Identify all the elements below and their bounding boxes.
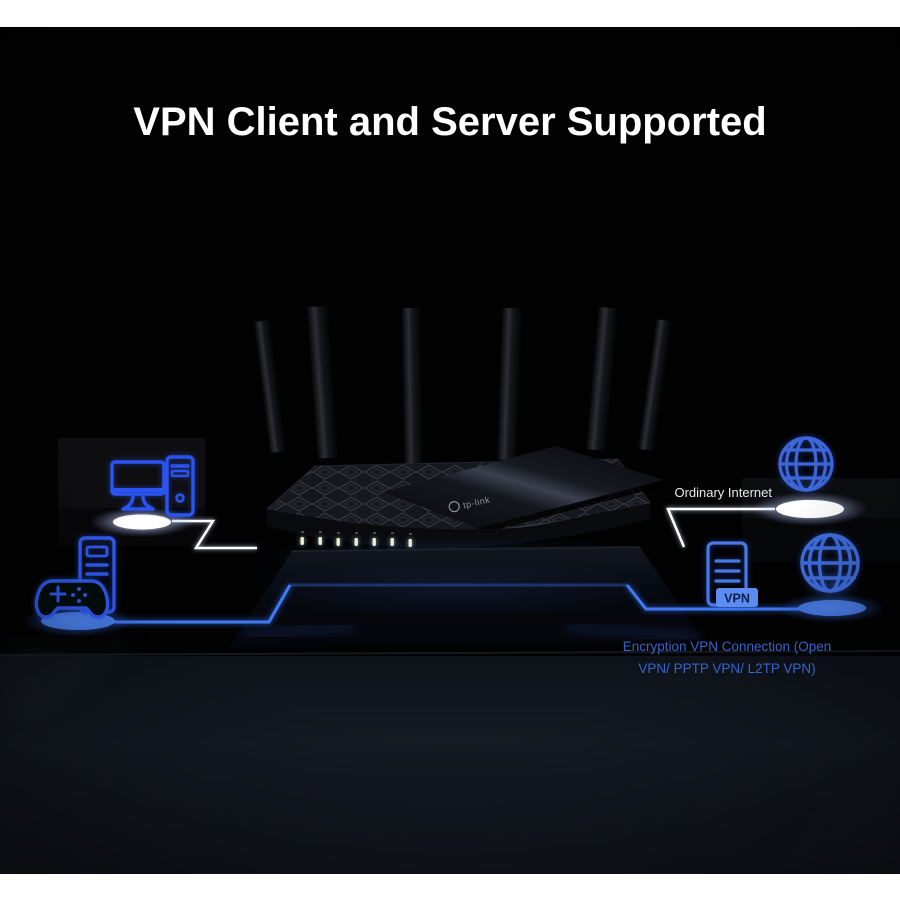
ordinary-internet-label: Ordinary Internet [674, 485, 772, 500]
encryption-vpn-label: Encryption VPN Connection (Open VPN/ PPT… [592, 636, 862, 679]
page-title: VPN Client and Server Supported [133, 100, 767, 144]
encryption-vpn-label-line1: Encryption VPN Connection (Open [622, 639, 832, 654]
encryption-vpn-label-line2: VPN/ PPTP VPN/ L2TP VPN) [638, 660, 816, 676]
vignette [0, 27, 900, 874]
dark-scene: tp-link [0, 27, 900, 874]
